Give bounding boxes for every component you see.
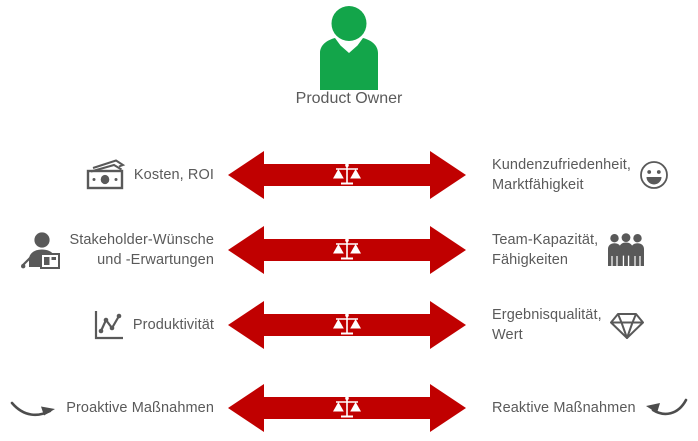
row-left-side: Produktivität <box>0 309 222 341</box>
row-left-label: Produktivität <box>132 317 214 333</box>
balance-row: Proaktive Maßnahmen Reaktive Maßnahmen <box>0 382 698 434</box>
money-banknotes-icon <box>86 159 126 190</box>
balance-row: Produktivität Ergebnisqualität, Wert <box>0 299 698 351</box>
people-group-icon <box>608 233 645 266</box>
balance-arrow <box>228 224 466 276</box>
row-right-side: Team-Kapazität, Fähigkeiten <box>460 230 698 270</box>
smiley-face-icon <box>640 161 668 189</box>
curved-arrow-backward-icon <box>645 398 687 416</box>
row-left-label: Proaktive Maßnahmen <box>66 400 214 416</box>
line-chart-icon <box>94 311 123 340</box>
balance-row: Stakeholder-Wünsche und -Erwartungen Tea… <box>0 224 698 276</box>
person-icon <box>320 6 378 90</box>
presenter-stakeholder-icon <box>21 232 61 269</box>
row-right-side: Ergebnisqualität, Wert <box>460 305 698 345</box>
double-headed-arrow-icon <box>228 384 466 432</box>
product-owner-block: Product Owner <box>0 4 698 108</box>
row-left-label: Stakeholder-Wünsche und -Erwartungen <box>69 232 214 268</box>
curved-arrow-forward-icon <box>10 401 56 417</box>
diamond-gem-icon <box>609 313 644 339</box>
row-right-label: Reaktive Maßnahmen <box>492 400 636 416</box>
row-right-label: Kundenzufriedenheit, Marktfähigkeit <box>492 157 632 193</box>
product-owner-label: Product Owner <box>295 90 403 107</box>
row-left-side: Stakeholder-Wünsche und -Erwartungen <box>0 230 222 270</box>
balance-arrow <box>228 149 466 201</box>
double-headed-arrow-icon <box>228 151 466 199</box>
double-headed-arrow-icon <box>228 301 466 349</box>
balance-arrow <box>228 299 466 351</box>
row-right-side: Reaktive Maßnahmen <box>460 395 698 421</box>
row-left-label: Kosten, ROI <box>133 167 214 183</box>
double-headed-arrow-icon <box>228 226 466 274</box>
balance-row: Kosten, ROI Kundenzufriedenheit, Marktfä… <box>0 149 698 201</box>
row-right-side: Kundenzufriedenheit, Marktfähigkeit <box>460 155 698 195</box>
balance-arrow <box>228 382 466 434</box>
row-left-side: Proaktive Maßnahmen <box>0 396 222 420</box>
row-left-side: Kosten, ROI <box>0 159 222 191</box>
row-right-label: Team-Kapazität, Fähigkeiten <box>492 232 599 268</box>
row-right-label: Ergebnisqualität, Wert <box>492 307 602 343</box>
